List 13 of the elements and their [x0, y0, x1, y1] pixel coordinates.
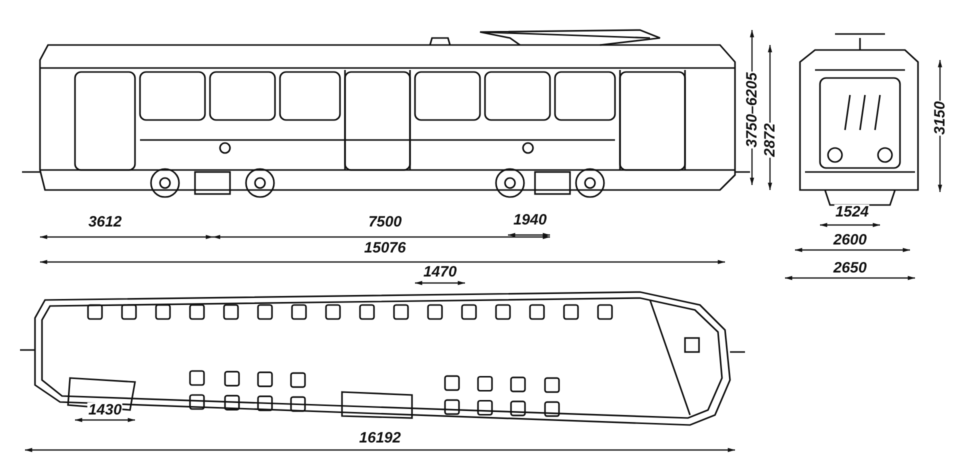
dimension-label: 1430 — [87, 402, 123, 418]
dimension-label: 2650 — [832, 260, 868, 276]
dimension-label: 2600 — [832, 232, 868, 248]
dimension-label: 1940 — [512, 212, 548, 228]
dimension-label: 3612 — [87, 214, 123, 230]
dimension-label: 16192 — [358, 430, 402, 446]
dimension-label: 3150 — [932, 100, 948, 136]
dimension-label: 3750–6205 — [744, 71, 760, 149]
dimension-label: 15076 — [363, 240, 407, 256]
dimension-label: 2872 — [762, 122, 778, 158]
dimension-label: 1470 — [422, 264, 458, 280]
dimension-label: 7500 — [367, 214, 403, 230]
dimension-label: 1524 — [834, 204, 870, 220]
